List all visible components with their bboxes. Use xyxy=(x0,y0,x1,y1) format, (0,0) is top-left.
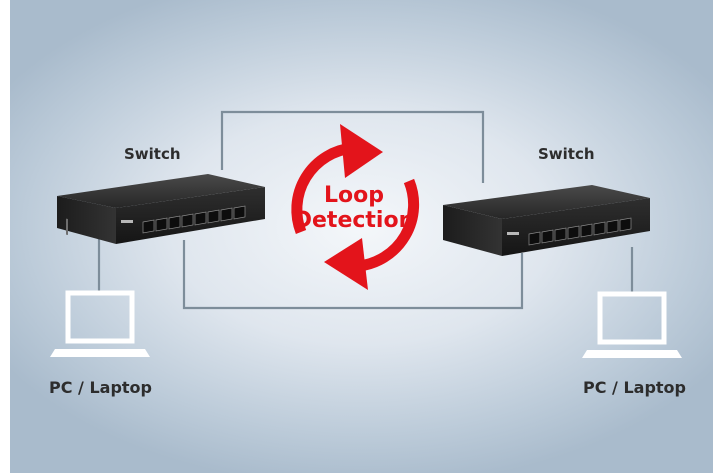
right-switch-label: Switch xyxy=(538,145,595,163)
cable-bottom-loop xyxy=(182,240,524,310)
right-pc-label: PC / Laptop xyxy=(583,378,686,397)
lower-arrow-arc xyxy=(358,178,420,272)
left-switch-ports xyxy=(142,205,246,234)
cable-top-loop xyxy=(220,110,485,183)
upper-arrow-arc xyxy=(291,142,353,234)
right-laptop-base xyxy=(582,350,682,358)
lower-arrowhead xyxy=(324,238,368,290)
loop-title-line2: Detection xyxy=(293,208,415,233)
laptop-icon xyxy=(50,290,150,357)
loop-title-line1: Loop xyxy=(324,183,384,208)
left-switch-label: Switch xyxy=(124,145,181,163)
circular-arrows-icon xyxy=(291,124,420,290)
right-switch xyxy=(443,185,650,256)
left-switch xyxy=(57,174,265,244)
right-laptop-screen xyxy=(597,291,667,345)
cable-lines xyxy=(97,110,634,310)
left-pc-label: PC / Laptop xyxy=(49,378,152,397)
left-laptop-base xyxy=(50,349,150,357)
right-switch-ports xyxy=(528,217,632,246)
loop-detection-title: Loop Detection xyxy=(276,183,432,233)
left-laptop-screen xyxy=(65,290,135,344)
laptop-icon xyxy=(582,291,682,358)
upper-arrowhead xyxy=(340,124,383,178)
